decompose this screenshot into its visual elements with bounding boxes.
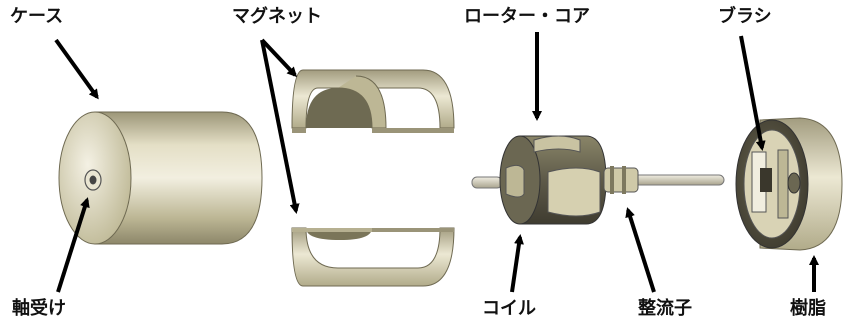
arrow-commutator: [625, 207, 656, 293]
label-commutator: 整流子: [638, 298, 692, 319]
case: [58, 111, 263, 245]
arrow-coil: [510, 234, 524, 293]
label-bearing: 軸受け: [12, 298, 66, 319]
label-rotor-core: ローター・コア: [464, 6, 590, 27]
arrow-brush: [739, 35, 766, 151]
arrow-magnet-bottom: [260, 39, 300, 214]
label-brush: ブラシ: [718, 6, 772, 27]
label-coil: コイル: [482, 298, 536, 319]
magnet-top: [291, 69, 455, 133]
arrow-case: [54, 38, 99, 100]
arrow-magnet-top: [260, 38, 298, 78]
label-magnet: マグネット: [232, 6, 322, 27]
label-resin: 樹脂: [790, 298, 826, 319]
leader-arrows: [54, 32, 819, 293]
label-case: ケース: [10, 6, 64, 27]
magnet-bottom: [291, 227, 455, 287]
arrow-bearing: [56, 197, 90, 293]
rotor: [471, 135, 725, 225]
end-cap: [735, 117, 843, 251]
